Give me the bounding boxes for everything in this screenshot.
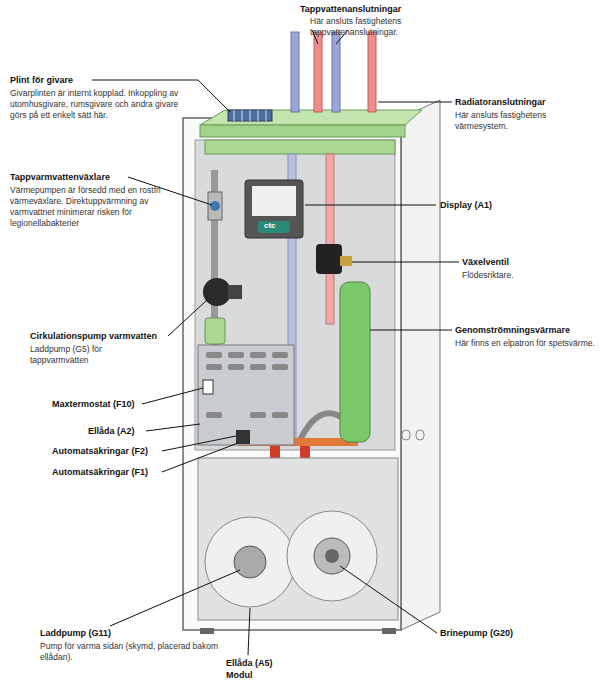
- breakers: [236, 430, 250, 444]
- leader-line: [248, 608, 250, 655]
- terminal-note: Givarplinten är internt kopplad. Inkoppl…: [10, 88, 190, 121]
- pump-motor: [228, 285, 242, 299]
- vent: [250, 412, 266, 418]
- compartment: [198, 458, 398, 620]
- logo-plate: [258, 221, 290, 233]
- leader-line: [110, 570, 240, 626]
- terminal-slot: [258, 110, 259, 121]
- pump-g11: [234, 546, 266, 578]
- connection-heading: Tappvattenanslutningar: [300, 4, 401, 16]
- magnifier: [287, 511, 377, 601]
- box-label: Ellåda (A2): [88, 426, 135, 438]
- back-panel: [195, 140, 395, 450]
- box: [198, 345, 294, 445]
- exchanger-note: Värmepumpen är försedd med en rostfri vä…: [10, 185, 195, 229]
- leader-line: [168, 300, 207, 336]
- vent: [206, 364, 222, 370]
- pipe: [326, 154, 334, 324]
- terminal: [228, 110, 272, 121]
- hose: [300, 413, 345, 440]
- thermostat-label: Maxtermostat (F10): [52, 399, 135, 411]
- magnifier: [205, 517, 295, 607]
- pump-note: Pump för varma sidan (skymd, placerad ba…: [40, 641, 220, 663]
- leader-line: [305, 205, 436, 206]
- terminal-block: [228, 110, 272, 121]
- terminal-heading: Plint för givare: [10, 75, 73, 87]
- pipe: [368, 32, 376, 112]
- breaker-label: Automatsäkringar (F2): [52, 446, 148, 458]
- lid-front: [200, 125, 405, 137]
- handle: [402, 430, 410, 440]
- leader-line: [162, 436, 236, 451]
- pump-heading: Cirkulationspump varmvatten: [30, 331, 157, 343]
- vent: [206, 352, 222, 358]
- filter: [205, 318, 225, 344]
- bracket: [205, 140, 395, 154]
- display-label: Display (A1): [440, 200, 492, 212]
- exchanger: [208, 192, 222, 220]
- side-panel: [401, 100, 440, 630]
- vent: [250, 364, 266, 370]
- valve-heading: Växelventil: [462, 257, 509, 269]
- brand-logo: ctc: [264, 221, 276, 231]
- handle: [416, 430, 424, 440]
- exchanger-heading: Tappvarmvattenväxlare: [10, 172, 110, 184]
- leader-line: [142, 388, 203, 404]
- leader-line: [146, 424, 200, 431]
- terminal-slot: [234, 110, 235, 121]
- front-frame: [183, 118, 401, 630]
- vent: [206, 412, 222, 418]
- heater-heading: Genomströmningsvärmare: [455, 325, 570, 337]
- heater-note: Här finns en elpatron för spetsvärme.: [455, 338, 595, 349]
- vent: [228, 364, 244, 370]
- foot: [200, 628, 214, 634]
- pump-heading: Laddpump (G11): [40, 628, 111, 640]
- module-label: Ellåda (A5) Modul: [226, 658, 296, 681]
- display-housing: [245, 180, 303, 238]
- leader-line: [162, 443, 238, 472]
- pump-hub: [325, 549, 339, 563]
- pump: [203, 278, 231, 306]
- flow-heater: [340, 282, 370, 442]
- vent: [228, 352, 244, 358]
- vent: [272, 412, 288, 418]
- top-lid: [200, 110, 422, 125]
- lower-module: [198, 458, 398, 634]
- breaker-label: Automatsäkringar (F1): [52, 467, 148, 479]
- leader-line: [370, 330, 452, 331]
- valve-actuator: [316, 244, 342, 274]
- cabinet: [183, 100, 440, 630]
- vent: [272, 352, 288, 358]
- display-screen: [252, 186, 296, 216]
- terminal-slot: [266, 110, 267, 121]
- display: [245, 180, 303, 238]
- pump-note: Laddpump (G5) för tappvarmvatten: [30, 344, 160, 366]
- foot: [382, 628, 396, 634]
- pump-label: Brinepump (G20): [440, 628, 513, 640]
- diverter-valve: [316, 244, 352, 274]
- pipe: [291, 32, 299, 112]
- circulation-pump: [203, 278, 242, 344]
- gauge: [210, 201, 220, 211]
- vent: [250, 352, 266, 358]
- radiator-heading: Radiatoranslutningar: [455, 97, 546, 109]
- valve-body: [340, 256, 352, 266]
- terminal-slot: [250, 110, 251, 121]
- radiator-note: Här ansluts fastighetens värmesystem.: [455, 110, 595, 132]
- electric-box: [198, 345, 294, 445]
- vent: [272, 364, 288, 370]
- thermostat: [203, 380, 213, 394]
- leader-line: [340, 566, 437, 633]
- connection-note: Här ansluts fastighetens tappvattenanslu…: [310, 16, 445, 38]
- leader-lines: [92, 30, 459, 655]
- terminal-slot: [242, 110, 243, 121]
- valve-note: Flödesriktare.: [462, 270, 514, 281]
- leader-line: [378, 102, 452, 103]
- leader-line: [352, 262, 459, 263]
